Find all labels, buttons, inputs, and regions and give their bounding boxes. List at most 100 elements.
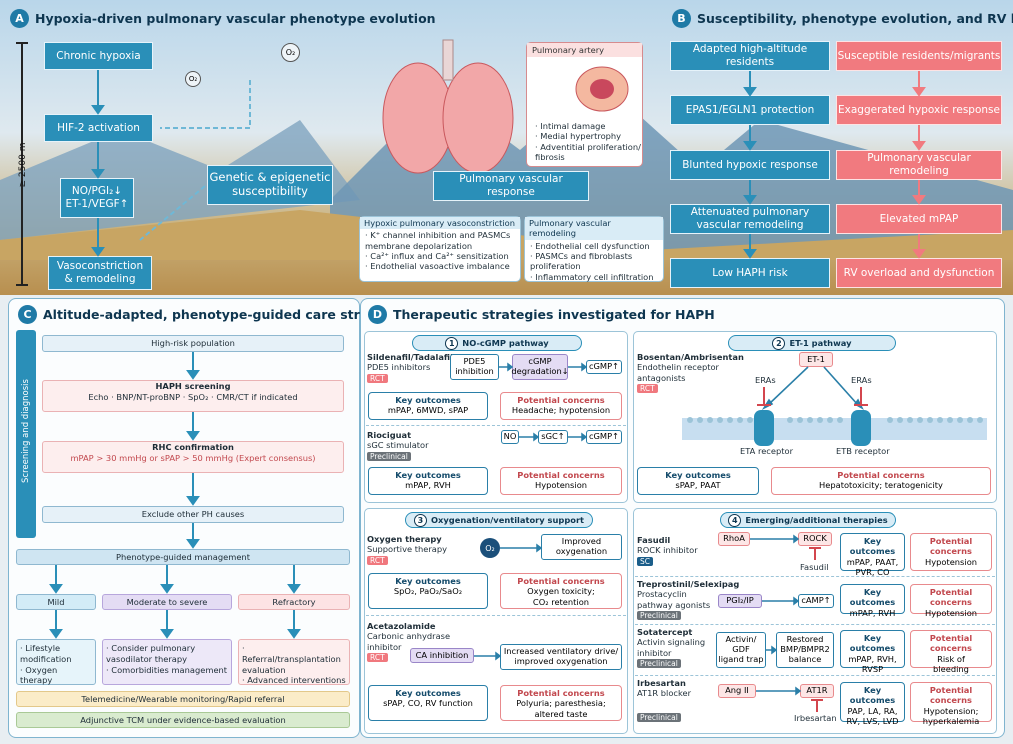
altitude-bar [21,42,23,286]
gen-line2: susceptibility [232,184,308,198]
section-b-title-text: Susceptibility, phenotype evolution, and… [697,11,1013,26]
rock-node: ROCK [798,532,832,546]
pvr-title: Pulmonary vascular remodeling [525,217,663,240]
pde5-line2: inhibition [455,366,494,376]
sildenafil-ko-header: Key outcomes [395,395,461,405]
emerging-title: Emerging/additional therapies [745,515,888,525]
oxygenation-title: Oxygenation/ventilatory support [430,515,585,525]
no-pgi-box: NO/PGI₂↓ ET-1/VEGF↑ [60,178,134,218]
section-c-badge: C [18,305,37,324]
oxygen-ko-header: Key outcomes [395,576,461,586]
divider-4b [635,624,995,625]
treprostinil-info: Treprostinil/Selexipag Prostacyclin path… [637,579,739,621]
oxygen-therapy-tag: RCT [367,555,388,566]
attenuated-line1: Attenuated pulmonary [690,206,810,219]
ang2-node: Ang II [718,684,756,698]
hpv-item-2: · Ca²⁺ influx and Ca²⁺ sensitization [365,251,509,262]
section-d-title: D Therapeutic strategies investigated fo… [368,305,715,324]
oxygen-ko-text: SpO₂, PaO₂/SaO₂ [393,586,463,597]
acetazolamide-name: Acetazolamide [367,621,436,631]
irb-pc-text-b: hyperkalemia [922,716,980,727]
activin-line1: Activin/ [725,634,757,645]
eras-label-left: ERAs [755,375,776,385]
telemedicine-bar: Telemedicine/Wearable monitoring/Rapid r… [16,691,350,707]
ca-inhibition-node: CA inhibition [410,648,474,663]
riociguat-ko-text: mPAP, RVH [405,480,451,491]
irbesartan-class: AT1R blocker [637,688,692,699]
exaggerated-response-box: Exaggerated hypoxic response [836,95,1002,125]
restored-line2: BMP/BMPR2 [780,644,830,655]
irbesartan-inhibitor-label: Irbesartan [794,713,837,723]
attenuated-remodeling-box: Attenuated pulmonary vascular remodeling [670,204,830,234]
restored-line1: Restored [786,634,824,645]
sotatercept-tag: Preclinical [637,659,681,669]
oxygen-pc-text: Oxygen toxicity; [527,586,595,597]
sota-pc-text: Risk of [937,653,965,664]
ventilatory-drive-node: Increased ventilatory drive/improved oxy… [500,644,622,670]
oxygen-pc-header: Potential concerns [517,576,605,586]
sotatercept-info: Sotatercept Activin signaling inhibitor … [637,627,705,669]
irbesartan-tag: Preclinical [637,713,681,722]
irb-pc-header: Potential concerns [929,685,973,706]
activin-line3: ligand trap [718,653,764,664]
susceptible-residents-box: Susceptible residents/migrants [836,41,1002,71]
bosentan-pc-text: Hepatotoxicity; teratogenicity [819,480,943,491]
section-d-title-text: Therapeutic strategies investigated for … [393,307,715,322]
riociguat-name: Riociguat [367,430,412,440]
refractory-action-1: · Referral/transplantation [242,643,341,664]
eras-label-right: ERAs [851,375,872,385]
pvr-item-2b: proliferation [530,261,581,272]
aceta-pc-text: Polyuria; paresthesia; [516,698,606,709]
o2-circle-icon: O₂ [480,538,500,558]
treprostinil-class: Prostacyclin [637,589,687,600]
refractory-action-2: · Advanced interventions [242,675,346,686]
emerging-number: 4 [728,513,742,527]
o2-bubble: O₂ [281,43,300,62]
cgmp-deg-line2: degradation↓ [511,366,569,376]
sota-ko-text: mPAP, RVH, [848,653,897,664]
et1-title: ET-1 pathway [789,338,852,348]
vaso-line1: Vasoconstriction [56,260,144,273]
fasudil-ko-header: Key outcomes [849,536,896,557]
bosentan-pc-header: Potential concerns [837,470,925,480]
vasoconstriction-box: Vasoconstriction & remodeling [48,256,152,290]
bosentan-info: Bosentan/Ambrisentan Endothelin receptor… [637,352,744,394]
fasudil-tag: SC [637,556,653,567]
sota-ko-text-b: RVSP [861,664,884,675]
moderate-action-1b: vasodilator therapy [106,653,188,664]
irbesartan-name: Irbesartan [637,678,686,688]
riociguat-evidence-tag: Preclinical [367,451,411,462]
section-a-title: A Hypoxia-driven pulmonary vascular phen… [10,9,436,28]
cgmp-up-node-2: cGMP↑ [586,430,622,444]
pvr-item-2: · PASMCs and fibroblasts [530,251,633,262]
hpv-item-3: · Endothelial vasoactive imbalance [365,261,510,272]
section-c-title: C Altitude-adapted, phenotype-guided car… [18,305,400,324]
artery-cross-section-icon [575,66,629,112]
improved-line2: oxygenation [555,546,608,556]
lungs-illustration [382,39,514,174]
treprostinil-tag: Preclinical [637,611,681,621]
irb-pc-text: Hypotension; [923,705,979,716]
sota-pc-text-b: bleeding [933,664,969,675]
hif2-activation-box: HIF-2 activation [44,114,153,142]
oxygen-therapy-info: Oxygen therapy Supportive therapy RCT [367,534,447,566]
aceta-ko-text: sPAP, CO, RV function [383,698,473,709]
moderate-actions: · Consider pulmonary vasodilator therapy… [102,639,232,685]
mild-actions: · Lifestyle modification · Oxygen therap… [16,639,96,685]
hpv-title: Hypoxic pulmonary vasoconstriction [360,217,520,230]
sildenafil-class: PDE5 inhibitors [367,362,431,373]
